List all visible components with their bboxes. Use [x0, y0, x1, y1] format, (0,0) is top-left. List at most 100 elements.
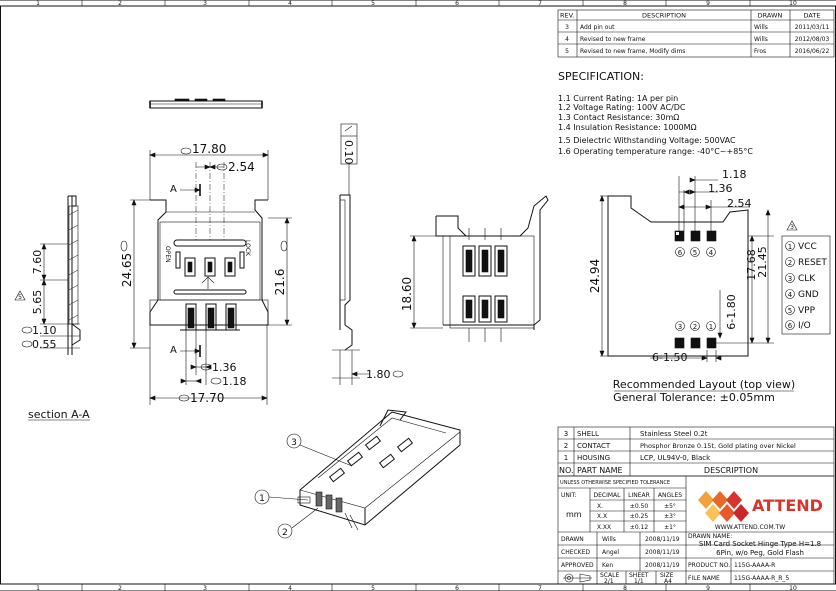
approved-label: APPROVED: [561, 562, 594, 569]
unit-value: mm: [566, 510, 582, 519]
approved-by: Ken: [602, 562, 613, 569]
pinout-num: 3: [788, 275, 792, 283]
grid-col-5-bottom: 5: [371, 585, 375, 591]
bom-no: 2: [564, 442, 568, 450]
grid-col-10-bottom: 10: [789, 585, 797, 591]
file-name-label: FILE NAME: [688, 575, 720, 582]
pin-number-1: 1: [709, 323, 713, 331]
revision-triangle: 5: [18, 294, 22, 301]
pin-number-5: 5: [693, 249, 697, 257]
grid-col-6: 6: [455, 0, 459, 7]
pinout-name: GND: [798, 290, 819, 300]
projection-symbol-icon: [563, 573, 592, 583]
tol-header-decimal: DECIMAL: [594, 492, 622, 499]
dim-right-height: 21.6: [273, 269, 287, 296]
rev-row-desc: Revised to new frame, Modify dims: [580, 48, 685, 55]
checked-label: CHECKED: [561, 549, 590, 556]
file-name: 115G-AAAA-R_R_5: [734, 575, 789, 582]
dim-pin-pitch: 2.54: [228, 160, 255, 174]
bom-header-desc: DESCRIPTION: [704, 466, 758, 475]
rev-row-num: 4: [565, 36, 569, 43]
pinout-name: VCC: [798, 242, 817, 252]
tolerance-title: UNLESS OTHERWISE SPECIFIED TOLERANCE: [560, 480, 670, 486]
rev-row-date: 2012/08/03: [795, 36, 830, 43]
tol-angles: ±5°: [664, 503, 676, 510]
bom-header-no: NO.: [559, 466, 574, 475]
callout-2: 2: [282, 528, 288, 538]
pinout-num: 5: [788, 307, 792, 315]
approved-date: 2008/11/19: [645, 562, 680, 569]
checked-by: Angel: [602, 549, 619, 556]
rev-drawn-header: DRAWN: [758, 12, 783, 20]
dim-thickness-1: 1.10: [32, 324, 57, 337]
dim-rear-height: 18.60: [400, 277, 414, 311]
isometric-view: 3 1 2: [254, 409, 461, 539]
drawn-by: Wills: [602, 536, 616, 543]
spec-line: 1.2 Voltage Rating: 100V AC/DC: [558, 103, 686, 112]
scale-label: SCALE: [600, 572, 619, 579]
pinout-name: CLK: [798, 274, 816, 284]
bom-part: CONTACT: [577, 442, 611, 450]
product-no: 115G-AAAA-R: [734, 562, 775, 569]
spec-line: 1.5 Dielectric Withstanding Voltage: 500…: [558, 136, 736, 145]
spec-line: 1.6 Operating temperature range: -40°C~+…: [558, 147, 753, 156]
grid-col-5: 5: [371, 0, 375, 7]
pinout-name: RESET: [798, 258, 827, 268]
tol-header-linear: LINEAR: [628, 492, 650, 499]
section-a-a-view: 7.60 5.65 5 1.10 0.55 section A-A: [14, 195, 90, 421]
company-website: WWW.ATTEND.COM.TW: [715, 524, 785, 531]
front-view: OPEN LOCK 17.80 2.54 A: [120, 142, 292, 405]
bom-desc: LCP, UL94V-0, Black: [640, 454, 711, 462]
rev-row-drawn: Wills: [754, 24, 768, 31]
layout-dim-17: 17.68: [745, 249, 758, 281]
rear-view: 18.60: [400, 195, 549, 342]
side-view: 0.10 1.80: [332, 123, 404, 385]
pinout-legend: 1 2 3 4 5 6 VCC RESET CLK GND VPP I/O: [781, 235, 831, 335]
grid-col-7: 7: [538, 0, 542, 7]
rev-header: REV.: [560, 12, 574, 20]
bom-desc: Stainless Steel 0.2t: [640, 430, 708, 438]
rev-row-drawn: Fros: [754, 48, 766, 55]
grid-col-4-bottom: 4: [288, 585, 292, 591]
tol-header-angles: ANGLES: [658, 492, 682, 499]
grid-col-2: 2: [118, 0, 122, 7]
grid-col-10: 10: [789, 0, 797, 7]
grid-col-6-bottom: 6: [455, 585, 459, 591]
rev-row-num: 3: [565, 24, 569, 31]
layout-dim-21: 21.45: [756, 246, 769, 278]
size-value: A4: [664, 578, 672, 585]
rev-date-header: DATE: [804, 12, 821, 20]
pin-number-2: 2: [693, 323, 697, 331]
tol-linear: ±0.50: [630, 503, 649, 510]
sheet-label: SHEET: [629, 572, 649, 579]
specification-block: SPECIFICATION: 1.1 Current Rating: 1A pe…: [558, 70, 753, 156]
size-label: SIZE: [660, 572, 674, 579]
dim-side-bottom: 1.80: [366, 368, 391, 381]
tol-decimal: X.X: [597, 513, 607, 520]
rev-row-num: 5: [565, 48, 569, 55]
tol-linear: ±0.12: [630, 524, 649, 531]
scale-value: 2/1: [604, 578, 614, 585]
grid-col-9-bottom: 9: [706, 585, 710, 591]
drawn-name-line-2: 6Pin, w/o Peg, Gold Flash: [716, 549, 804, 557]
company-name: ATTEND: [752, 496, 823, 515]
pin-number-6: 6: [678, 249, 683, 257]
layout-dim-pad-width-2: 6-1.50: [652, 351, 687, 364]
layout-dim-pad-width: 1.18: [722, 168, 747, 181]
pinout-name: VPP: [798, 306, 816, 316]
recommended-layout: 6 5 4 3 2 1 1.18 1.36 2.54 24.94: [588, 168, 798, 404]
rev-row-drawn: Wills: [754, 36, 768, 43]
rev-row-date: 2016/06/22: [795, 48, 830, 55]
section-mark-top: A: [170, 184, 177, 195]
lock-label: LOCK: [244, 240, 251, 257]
dim-upper: 7.60: [31, 250, 44, 275]
sheet-value: 1/1: [634, 578, 644, 585]
grid-col-8-bottom: 8: [623, 585, 627, 591]
grid-col-2-bottom: 2: [118, 585, 122, 591]
bom-header-part: PART NAME: [577, 466, 623, 475]
flatness-tolerance: 0.10: [342, 140, 355, 165]
section-label: section A-A: [28, 408, 90, 421]
revision-table: REV. DESCRIPTION DRAWN DATE 3 Add pin ou…: [557, 9, 835, 58]
spec-line: 1.3 Contact Resistance: 30mΩ: [558, 113, 679, 122]
